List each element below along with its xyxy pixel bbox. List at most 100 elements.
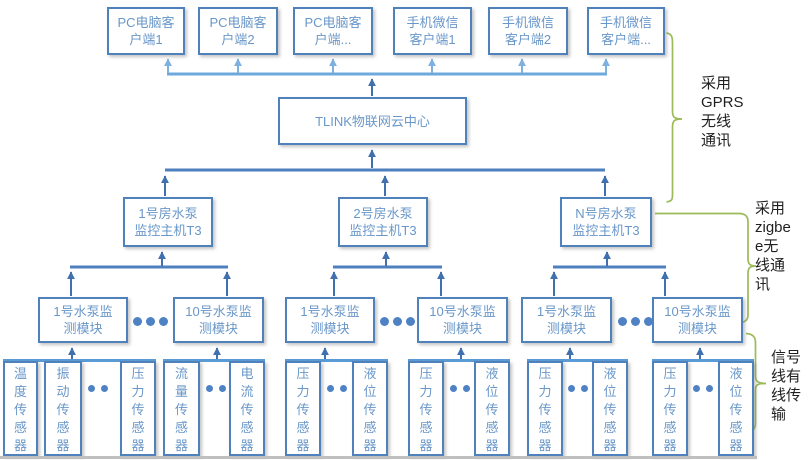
annotation-line: GPRS [701, 94, 744, 111]
sensor-label: 压力传感器 [538, 366, 552, 453]
sensor-label: 压力传感器 [663, 366, 677, 453]
ellipsis-icon [88, 385, 108, 392]
client-label: 手机微信 [406, 15, 459, 30]
sensor-box-current: 电流传感器 [229, 361, 265, 456]
client-box-wechat-1: 手机微信 客户端1 [393, 7, 472, 55]
ellipsis-icon [693, 385, 713, 392]
sensor-box-pressure: 压力传感器 [527, 361, 563, 456]
brace-gprs [666, 32, 683, 203]
ellipsis-icon [450, 385, 470, 392]
sensor-label: 压力传感器 [296, 366, 310, 453]
module-box-n-1: 1号水泵监 测模块 [521, 297, 612, 343]
sensor-box-temperature: 温度传感器 [3, 361, 38, 456]
sensor-label: 液位传感器 [729, 366, 743, 453]
client-box-wechat-n: 手机微信 客户端... [587, 7, 665, 55]
ellipsis-icon [568, 385, 588, 392]
annotation-zigbee: 采用 zigbe e无 线通 讯 [755, 199, 791, 294]
host-label: 监控主机T3 [134, 223, 202, 238]
annotation-line: 采用 [701, 75, 732, 92]
module-bus-group3 [550, 251, 669, 296]
annotation-line: 无线 [701, 113, 732, 130]
sensor-rail [163, 359, 265, 362]
module-label: 测模块 [198, 321, 238, 336]
module-box-1-1: 1号水泵监 测模块 [38, 297, 128, 343]
sensor-box-level: 液位传感器 [718, 361, 754, 456]
annotation-line: 输 [771, 406, 787, 423]
module-label: 测模块 [63, 321, 103, 336]
sensor-box-pressure: 压力传感器 [408, 361, 444, 456]
host-label: 监控主机T3 [349, 223, 417, 238]
sensor-rail [527, 359, 628, 362]
module-box-2-10: 10号水泵监 测模块 [417, 297, 508, 343]
ellipsis-icon [380, 317, 415, 326]
sensor-box-vibration: 振动传感器 [44, 361, 82, 456]
sensor-box-pressure: 压力传感器 [120, 361, 156, 456]
module-label: 测模块 [677, 321, 717, 336]
annotation-line: 线传 [771, 387, 802, 404]
module-bus-group1 [67, 251, 231, 296]
client-bus [164, 58, 610, 96]
annotation-line: 线有 [771, 368, 802, 385]
module-label: 10号水泵监 [185, 304, 252, 319]
sensor-rail [285, 359, 388, 362]
annotation-line: e无 [755, 238, 779, 255]
annotation-line: 信号 [771, 349, 802, 366]
sensor-rail [652, 359, 754, 362]
ellipsis-icon [618, 317, 653, 326]
host-box-room-2: 2号房水泵 监控主机T3 [338, 197, 428, 247]
host-label: 监控主机T3 [572, 223, 640, 238]
annotation-line: 采用 [755, 200, 786, 217]
client-label: 客户端1 [409, 32, 456, 47]
sensor-box-level: 液位传感器 [352, 361, 388, 456]
sensor-arrows [68, 347, 704, 359]
sensor-label: 液位传感器 [603, 366, 617, 453]
module-label: 测模块 [310, 321, 350, 336]
ellipsis-icon [327, 385, 347, 392]
host-box-room-1: 1号房水泵 监控主机T3 [123, 197, 213, 247]
sensor-label: 液位传感器 [485, 366, 499, 453]
annotation-wired: 信号 线有 线传 输 [771, 348, 801, 424]
module-label: 10号水泵监 [664, 304, 731, 319]
sensor-rail [408, 359, 510, 362]
annotation-line: 通讯 [701, 132, 732, 149]
host-bus [161, 149, 609, 196]
client-label: 手机微信 [599, 15, 652, 30]
module-label: 1号水泵监 [536, 304, 597, 319]
sensor-label: 压力传感器 [419, 366, 433, 453]
module-label: 1号水泵监 [300, 304, 360, 319]
sensor-box-pressure: 压力传感器 [285, 361, 321, 456]
annotation-gprs: 采用 GPRS 无线 通讯 [701, 74, 744, 150]
client-label: PC电脑客 [209, 15, 267, 30]
sensor-label: 液位传感器 [363, 366, 377, 453]
host-label: N号房水泵 [575, 206, 637, 221]
sensor-label: 振动传感器 [56, 366, 70, 453]
sensor-box-pressure: 压力传感器 [652, 361, 688, 456]
client-label: 客户端... [601, 32, 651, 47]
cloud-center-box: TLINK物联网云中心 [278, 97, 467, 145]
sensor-rail [3, 359, 156, 362]
sensor-box-level: 液位传感器 [592, 361, 628, 456]
client-label: PC电脑客 [304, 15, 362, 30]
host-label: 1号房水泵 [138, 206, 198, 221]
annotation-line: 讯 [755, 276, 771, 293]
annotation-line: zigbe [755, 219, 791, 236]
sensor-label: 电流传感器 [240, 366, 254, 453]
client-box-pc-1: PC电脑客 户端1 [107, 7, 185, 55]
client-label: 户端2 [221, 32, 255, 47]
client-box-wechat-2: 手机微信 客户端2 [488, 7, 568, 55]
ellipsis-icon [206, 385, 226, 392]
client-label: 户端... [314, 32, 352, 47]
client-label: 手机微信 [501, 15, 554, 30]
client-box-pc-2: PC电脑客 户端2 [198, 7, 278, 55]
module-label: 10号水泵监 [429, 304, 496, 319]
module-box-2-1: 1号水泵监 测模块 [285, 297, 375, 343]
client-label: 客户端2 [504, 32, 552, 47]
bottom-divider [0, 456, 757, 459]
client-label: PC电脑客 [117, 15, 175, 30]
sensor-label: 流量传感器 [174, 366, 188, 453]
client-label: 户端1 [129, 32, 163, 47]
client-box-pc-n: PC电脑客 户端... [293, 7, 373, 55]
sensor-label: 温度传感器 [13, 366, 27, 453]
sensor-box-flow: 流量传感器 [163, 361, 200, 456]
